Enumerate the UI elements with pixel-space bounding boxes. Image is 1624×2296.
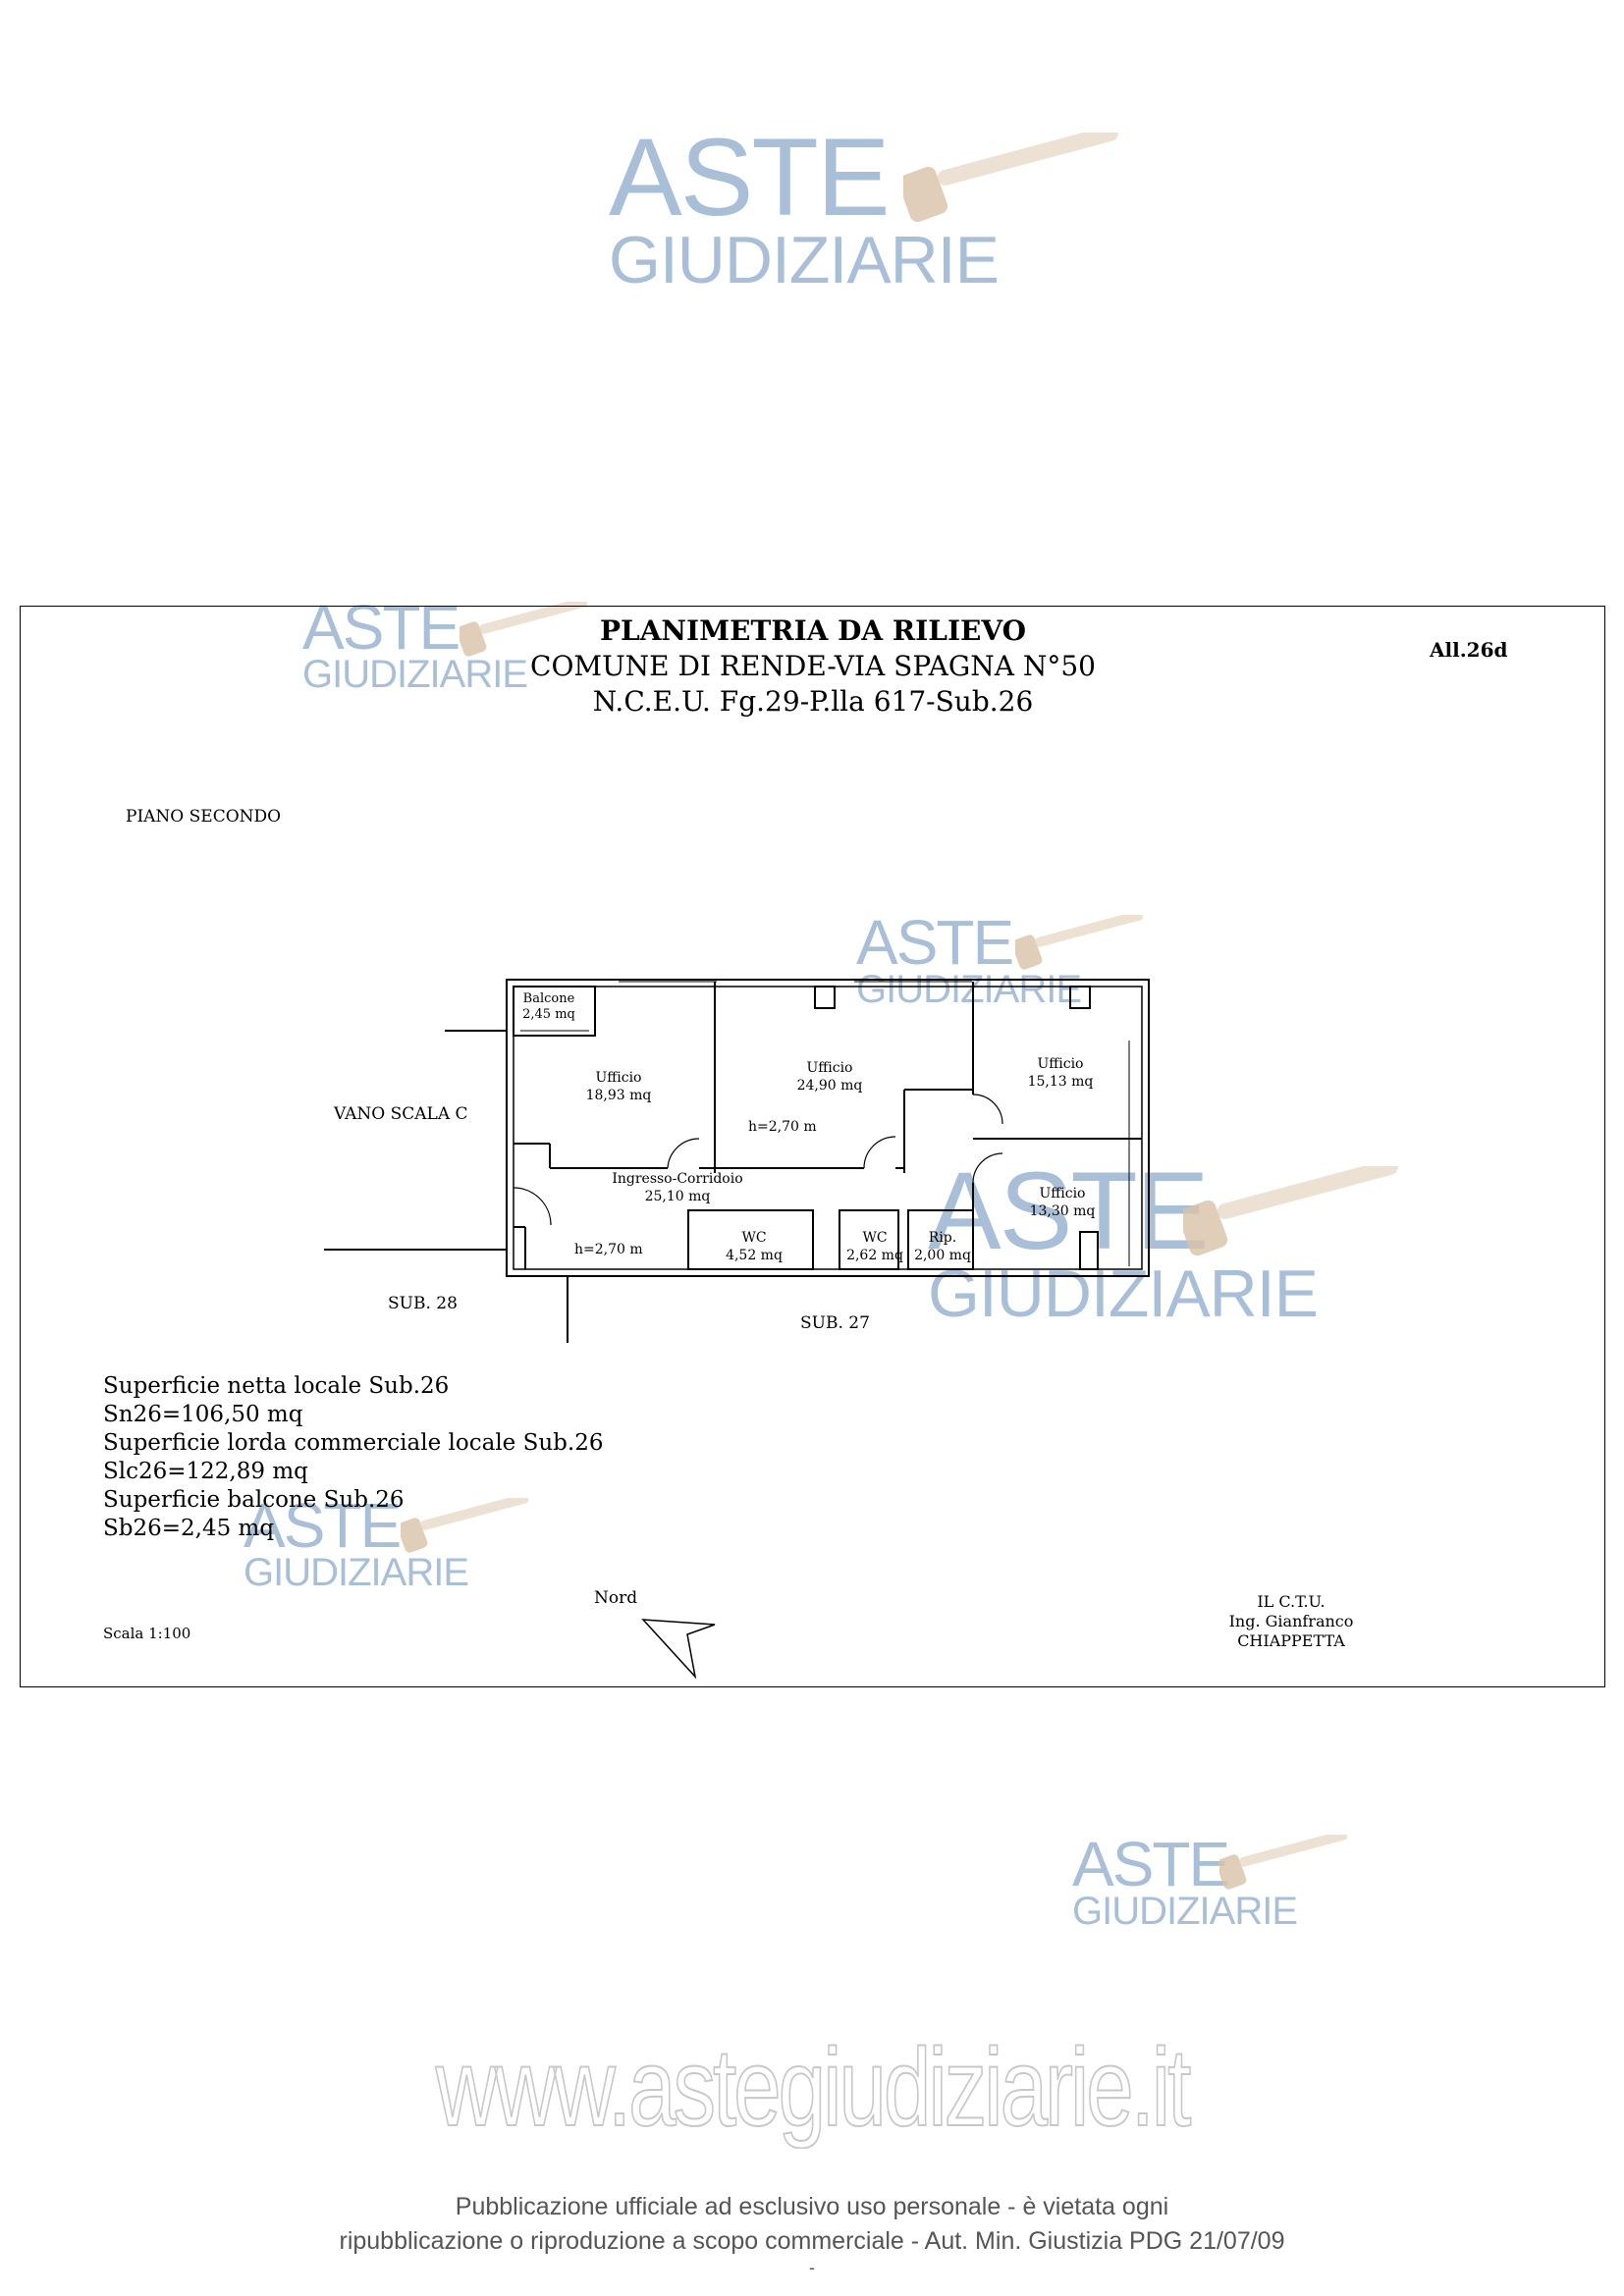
watermark-logo-bottom: ASTE GIUDIZIARIE: [1072, 1833, 1347, 1931]
page-subtitle: COMUNE DI RENDE-VIA SPAGNA N°50: [530, 650, 1096, 682]
floor-label: PIANO SECONDO: [126, 807, 282, 827]
pillar: [1069, 986, 1091, 1009]
watermark-logo-top: ASTE GIUDIZIARIE: [609, 116, 1118, 297]
gavel-icon: [401, 1498, 528, 1553]
room-label: Rip.2,00 mq: [914, 1230, 971, 1263]
north-label: Nord: [594, 1588, 638, 1608]
signature-role: IL C.T.U.: [1257, 1592, 1326, 1611]
outer-wall: [506, 979, 1150, 1277]
footer-line: ripubblicazione o riproduzione a scopo c…: [339, 2227, 1285, 2255]
wc-wall: [839, 1209, 899, 1270]
sub28-label: SUB. 28: [388, 1294, 458, 1313]
door-swing: [667, 1138, 700, 1169]
sub27-label: SUB. 27: [800, 1313, 870, 1333]
footer-line: -: [809, 2258, 815, 2277]
summary-line: Slc26=122,89 mq: [103, 1459, 308, 1484]
storage-wall: [907, 1209, 974, 1270]
summary-line: Superficie lorda commerciale locale Sub.…: [103, 1430, 604, 1456]
summary-line: Sb26=2,45 mq: [103, 1516, 275, 1541]
area-summary: Superficie netta locale Sub.26 Sn26=106,…: [103, 1372, 603, 1543]
footer-line: Pubblicazione ufficiale ad esclusivo uso…: [455, 2193, 1169, 2220]
height-label: h=2,70 m: [574, 1242, 643, 1257]
cadastral-reference: N.C.E.U. Fg.29-P.lla 617-Sub.26: [592, 685, 1034, 718]
watermark-line2: GIUDIZIARIE: [609, 223, 1000, 297]
wc-wall: [687, 1209, 814, 1270]
signature-name: Ing. Gianfranco CHIAPPETTA: [1228, 1612, 1354, 1650]
inner-wall: [513, 986, 1143, 1270]
stair-label: VANO SCALA C: [334, 1104, 468, 1124]
drawing-frame: [20, 606, 1605, 1687]
watermark-logo-summary: ASTE GIUDIZIARIE: [244, 1494, 528, 1592]
scale-label: Scala 1:100: [103, 1625, 191, 1642]
pillar: [1079, 1231, 1099, 1270]
page-title: PLANIMETRIA DA RILIEVO: [599, 614, 1027, 647]
watermark-logo-plan: ASTE GIUDIZIARIE: [856, 911, 1143, 1009]
gavel-icon: [1183, 1166, 1398, 1256]
signature-block: IL C.T.U. Ing. Gianfranco CHIAPPETTA: [1178, 1592, 1404, 1651]
summary-line: Superficie balcone Sub.26: [103, 1487, 405, 1513]
gavel-icon: [1219, 1835, 1347, 1890]
height-label: h=2,70 m: [748, 1119, 817, 1135]
attachment-number: All.26d: [1430, 638, 1508, 662]
pillar: [814, 986, 836, 1009]
gavel-icon: [903, 133, 1118, 223]
site-url: www.astegiudiziarie.it: [435, 2025, 1192, 2150]
north-arrow-icon: [641, 1619, 716, 1680]
door-swing: [972, 1152, 1003, 1184]
door-swing: [863, 1136, 896, 1169]
summary-line: Superficie netta locale Sub.26: [103, 1373, 450, 1399]
summary-line: Sn26=106,50 mq: [103, 1402, 303, 1427]
watermark-line1: ASTE: [609, 116, 891, 239]
door-swing: [972, 1094, 1003, 1125]
gavel-icon: [1015, 915, 1143, 970]
door-swing: [513, 1187, 552, 1226]
